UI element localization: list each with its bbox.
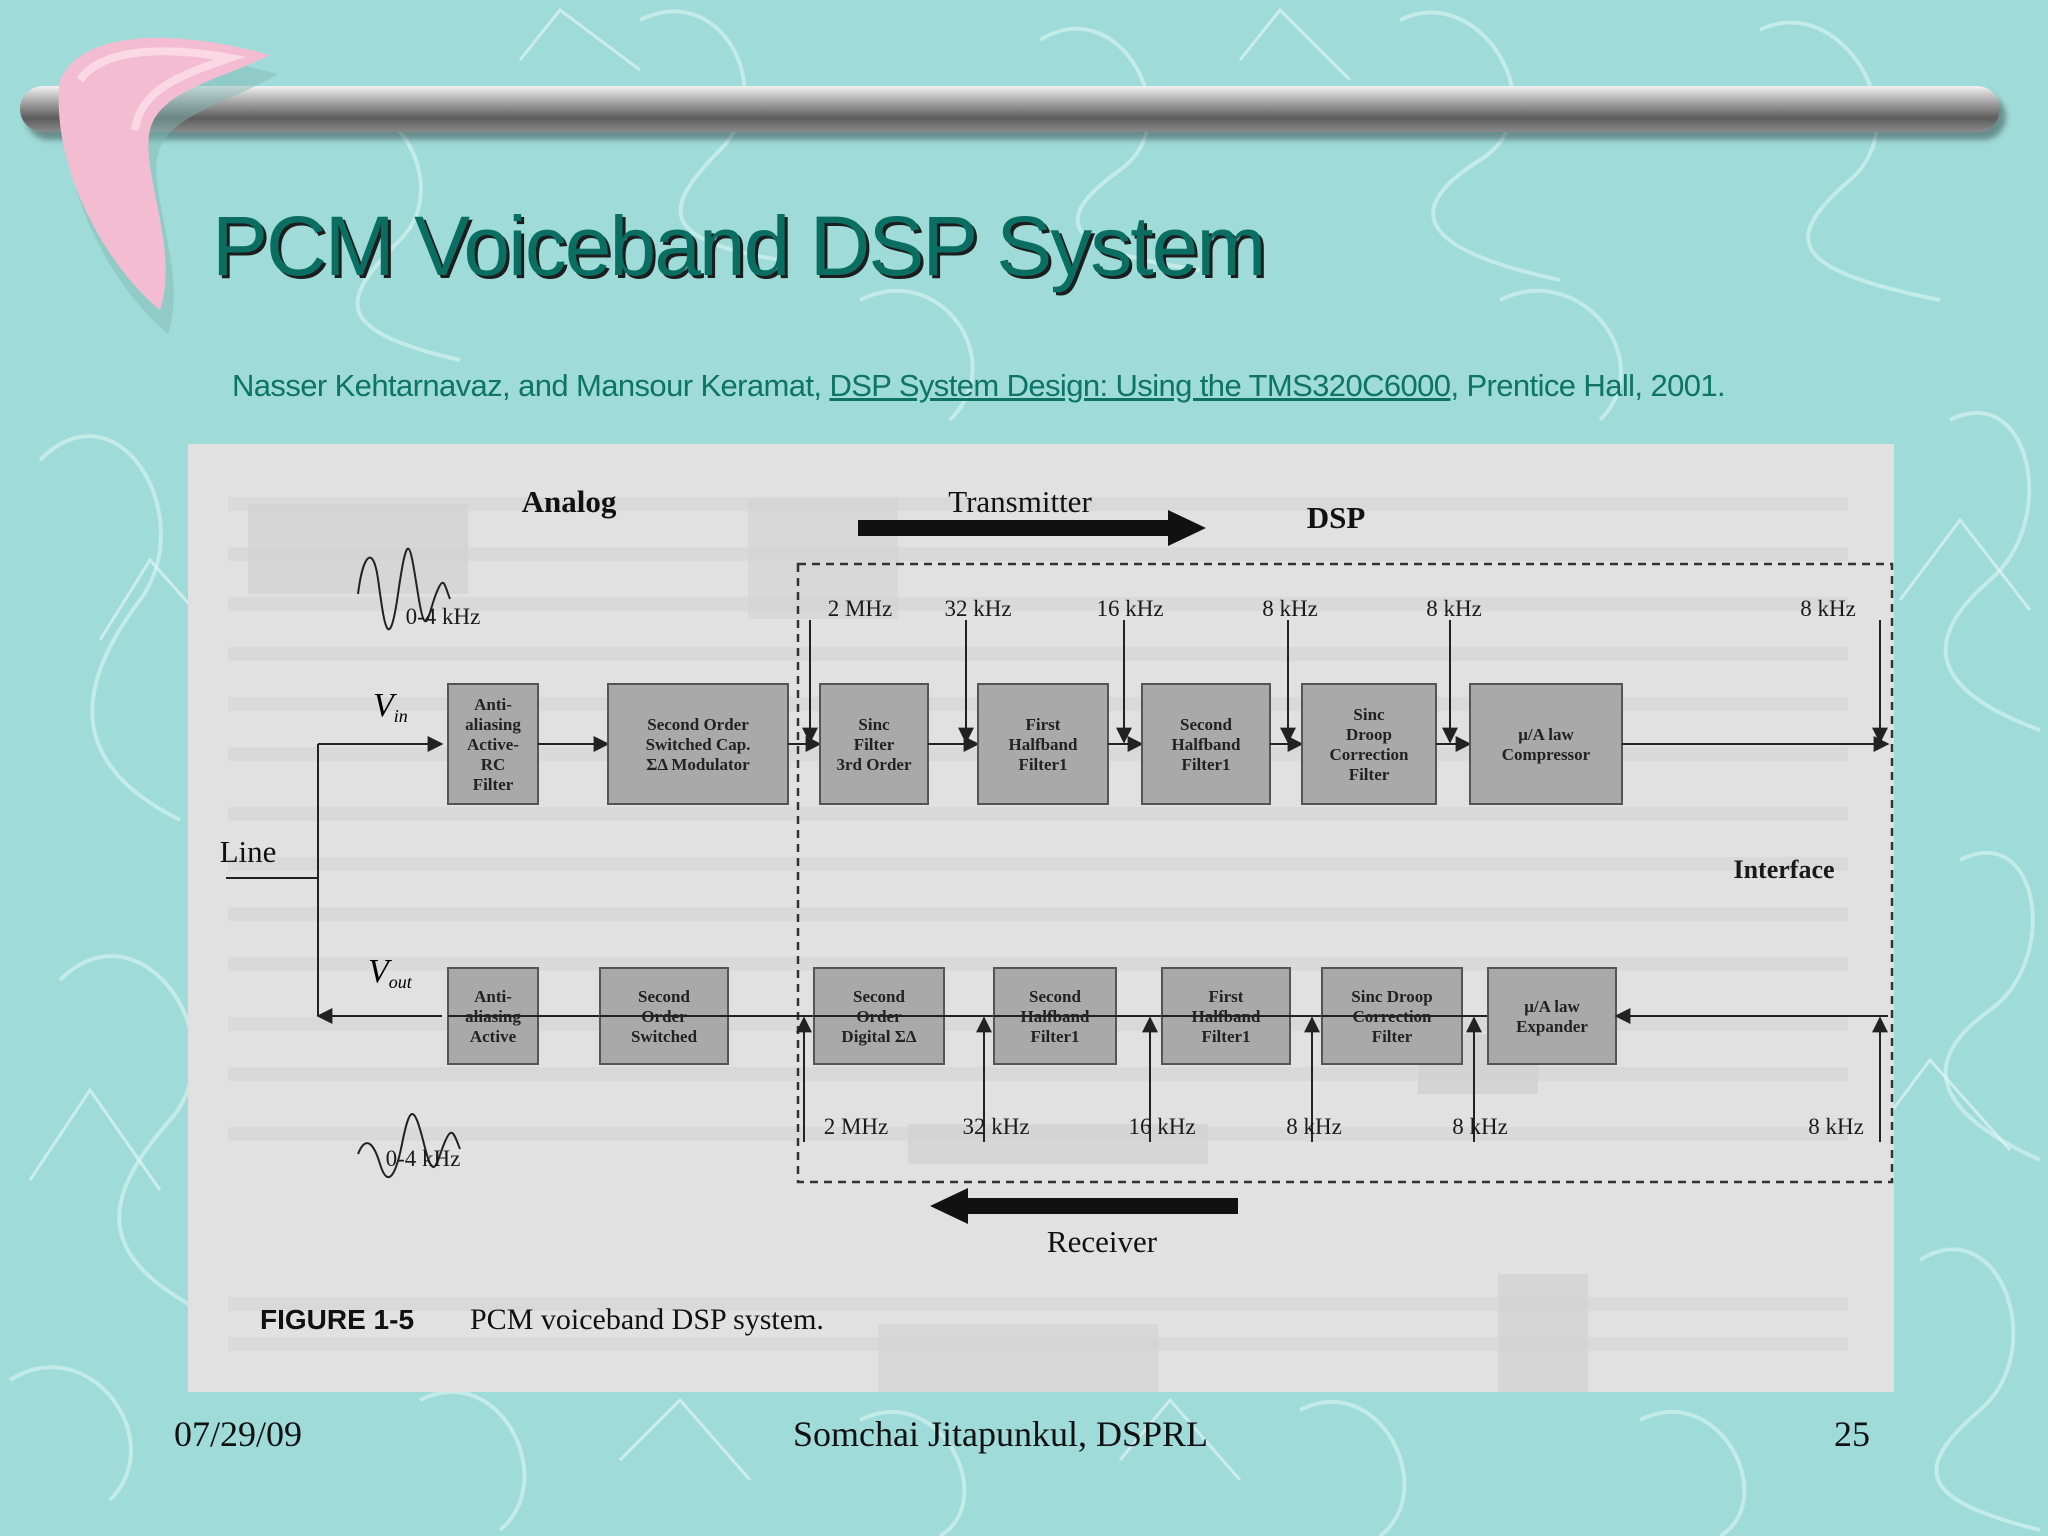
receive-chain: Anti-aliasingActiveSecondOrderSwitchedSe… bbox=[447, 967, 1888, 1142]
rx-rate-label: 32 kHz bbox=[962, 1114, 1029, 1139]
figure-caption-text: PCM voiceband DSP system. bbox=[470, 1303, 824, 1336]
receiver-arrowhead bbox=[930, 1188, 968, 1224]
tx-block-box bbox=[607, 683, 789, 805]
tx-block-text: Halfband bbox=[1009, 735, 1079, 754]
tx-block-text: 3rd Order bbox=[836, 755, 912, 774]
pcm-block-diagram: Analog DSP Transmitter Receiver 0-4 kHz … bbox=[220, 484, 1894, 1392]
tx-rate-label: 32 kHz bbox=[944, 596, 1011, 621]
rx-rate-label: 8 kHz bbox=[1808, 1114, 1864, 1139]
slide-title: PCM Voiceband DSP System bbox=[212, 199, 1266, 293]
tx-block-text: μ/A law bbox=[1518, 725, 1574, 744]
dsp-boundary bbox=[796, 562, 1894, 1184]
label-analog: Analog bbox=[522, 484, 617, 519]
tx-rate-label: 2 MHz bbox=[828, 596, 893, 621]
tx-block-text: Filter1 bbox=[1018, 755, 1067, 774]
rx-rate-label: 2 MHz bbox=[824, 1114, 889, 1139]
rx-block-text: Sinc Droop bbox=[1351, 987, 1432, 1006]
book-citation: Nasser Kehtarnavaz, and Mansour Keramat,… bbox=[232, 368, 1726, 404]
tx-block-box bbox=[447, 683, 539, 805]
label-dsp: DSP bbox=[1307, 500, 1366, 535]
tx-block-box bbox=[977, 683, 1109, 805]
citation-authors: Nasser Kehtarnavaz, and Mansour Keramat, bbox=[232, 368, 830, 403]
input-waveform-icon bbox=[357, 548, 451, 631]
rx-block-text: Expander bbox=[1516, 1017, 1588, 1036]
line-junction bbox=[226, 744, 319, 1016]
tx-block-text: Second Order bbox=[647, 715, 749, 734]
transmitter-arrowhead bbox=[1168, 510, 1206, 546]
tx-block-text: Second bbox=[1180, 715, 1233, 734]
rx-block-text: Second bbox=[853, 987, 906, 1006]
rx-block-text: Anti- bbox=[474, 987, 512, 1006]
tx-block-box bbox=[1469, 683, 1623, 805]
rx-rate-label: 8 kHz bbox=[1452, 1114, 1508, 1139]
tx-block-text: Switched Cap. bbox=[646, 735, 751, 754]
tx-block-text: Droop bbox=[1346, 725, 1392, 744]
rx-block-text: Filter1 bbox=[1201, 1027, 1250, 1046]
rx-block-text: Filter bbox=[1372, 1027, 1413, 1046]
output-waveform-icon bbox=[357, 1113, 461, 1179]
bleed-through-text bbox=[228, 497, 1848, 1392]
label-line: Line bbox=[220, 834, 277, 869]
tx-block-text: Active- bbox=[467, 735, 519, 754]
figure-scan: Analog DSP Transmitter Receiver 0-4 kHz … bbox=[188, 444, 1894, 1392]
rx-block-text: Switched bbox=[631, 1027, 698, 1046]
tx-block-box bbox=[1301, 683, 1437, 805]
rx-block-text: Filter1 bbox=[1030, 1027, 1079, 1046]
tx-rate-label: 8 kHz bbox=[1262, 596, 1318, 621]
label-receiver: Receiver bbox=[1047, 1224, 1158, 1259]
tx-rate-label: 8 kHz bbox=[1426, 596, 1482, 621]
tx-block-text: Halfband bbox=[1172, 735, 1242, 754]
tx-block-box bbox=[1141, 683, 1271, 805]
boomerang-logo-icon bbox=[58, 37, 278, 334]
tx-block-text: aliasing bbox=[465, 715, 521, 734]
tx-block-text: ΣΔ Modulator bbox=[646, 755, 750, 774]
rx-block-text: First bbox=[1209, 987, 1244, 1006]
rx-block-text: Second bbox=[1029, 987, 1082, 1006]
tx-block-text: RC bbox=[481, 755, 506, 774]
footer-date: 07/29/09 bbox=[174, 1414, 303, 1454]
rx-block-text: Active bbox=[470, 1027, 517, 1046]
tx-block-text: Filter bbox=[473, 775, 514, 794]
tx-block-text: Compressor bbox=[1502, 745, 1591, 764]
citation-book-link[interactable]: DSP System Design: Using the TMS320C6000 bbox=[829, 368, 1451, 403]
label-interface: Interface bbox=[1733, 855, 1834, 884]
figure-caption-label: FIGURE 1-5 bbox=[260, 1304, 414, 1335]
rx-block-text: Digital ΣΔ bbox=[841, 1027, 916, 1046]
footer-author: Somchai Jitapunkul, DSPRL bbox=[793, 1414, 1209, 1454]
tx-block-box bbox=[819, 683, 929, 805]
citation-publisher: , Prentice Hall, 2001. bbox=[1450, 368, 1726, 403]
tx-block-text: Sinc bbox=[1353, 705, 1385, 724]
label-transmitter: Transmitter bbox=[948, 484, 1092, 519]
title-bar-rod bbox=[20, 86, 2000, 132]
rx-block-text: μ/A law bbox=[1524, 997, 1580, 1016]
tx-rate-label: 16 kHz bbox=[1096, 596, 1163, 621]
tx-block-text: Filter1 bbox=[1181, 755, 1230, 774]
rx-rate-label: 8 kHz bbox=[1286, 1114, 1342, 1139]
footer-page-number: 25 bbox=[1834, 1414, 1870, 1454]
tx-block-text: Anti- bbox=[474, 695, 512, 714]
tx-rate-label: 8 kHz bbox=[1800, 596, 1856, 621]
rx-block-text: Second bbox=[638, 987, 691, 1006]
rx-block-box bbox=[1487, 967, 1617, 1065]
tx-block-text: Sinc bbox=[858, 715, 890, 734]
band-label-bottom: 0-4 kHz bbox=[386, 1146, 461, 1171]
label-vin: Vin bbox=[373, 687, 408, 726]
tx-block-text: Filter bbox=[1349, 765, 1390, 784]
band-label-top: 0-4 kHz bbox=[406, 604, 481, 629]
tx-block-text: Correction bbox=[1330, 745, 1410, 764]
rx-rate-label: 16 kHz bbox=[1128, 1114, 1195, 1139]
tx-block-text: Filter bbox=[854, 735, 895, 754]
tx-block-text: First bbox=[1026, 715, 1061, 734]
